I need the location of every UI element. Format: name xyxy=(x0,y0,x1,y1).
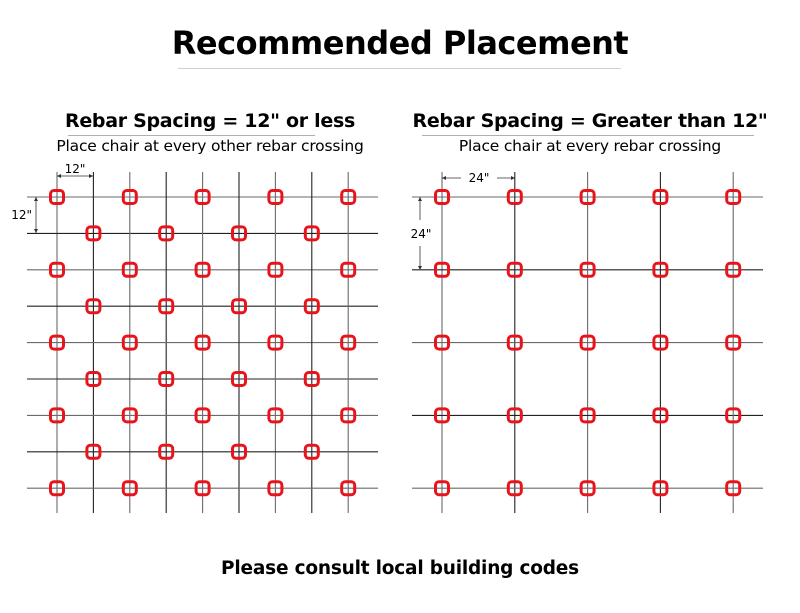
chair-marker-icon xyxy=(725,407,742,424)
right-rebar-grid xyxy=(412,172,763,513)
chair-marker-icon xyxy=(340,334,357,351)
chair-marker-icon xyxy=(303,225,320,242)
chair-marker-icon xyxy=(340,189,357,205)
chair-marker-icon xyxy=(267,334,284,351)
chair-marker-icon xyxy=(506,189,523,205)
chair-marker-icon xyxy=(85,371,102,387)
chair-marker-icon xyxy=(267,189,284,205)
chair-marker-icon xyxy=(652,189,669,205)
chair-marker-icon xyxy=(506,261,523,278)
chair-marker-icon xyxy=(85,298,102,315)
chair-marker-icon xyxy=(121,334,138,351)
chair-marker-icon xyxy=(267,480,284,497)
chair-marker-icon xyxy=(267,407,284,424)
chair-marker-icon xyxy=(434,480,450,497)
chair-marker-icon xyxy=(506,480,523,497)
chair-marker-icon xyxy=(194,261,211,278)
chair-marker-icon xyxy=(231,298,247,315)
left-rebar-grid xyxy=(27,172,378,513)
right-panel-subheading: Place chair at every rebar crossing xyxy=(458,137,722,155)
chair-marker-icon xyxy=(725,261,742,278)
chair-marker-icon xyxy=(121,480,138,497)
chair-marker-icon xyxy=(49,334,65,351)
chair-marker-icon xyxy=(303,371,320,387)
chair-marker-icon xyxy=(579,261,596,278)
title-underline xyxy=(178,68,621,69)
chair-marker-icon xyxy=(725,334,742,351)
chair-marker-icon xyxy=(725,189,742,205)
chair-marker-icon xyxy=(303,298,320,315)
right-dim-v-label: 24" xyxy=(411,227,432,241)
left-dim-h-label: 12" xyxy=(65,162,86,176)
chair-marker-icon xyxy=(434,334,450,351)
chair-marker-icon xyxy=(49,189,65,205)
chair-marker-icon xyxy=(267,261,284,278)
left-dim-v-label: 12" xyxy=(11,208,32,222)
chair-marker-icon xyxy=(158,225,175,242)
chair-marker-icon xyxy=(194,189,211,205)
chair-marker-icon xyxy=(303,443,320,460)
chair-marker-icon xyxy=(652,334,669,351)
chair-marker-icon xyxy=(49,261,65,278)
chair-marker-icon xyxy=(158,443,175,460)
chair-marker-icon xyxy=(506,334,523,351)
chair-marker-icon xyxy=(340,261,357,278)
chair-marker-icon xyxy=(725,480,742,497)
chair-marker-icon xyxy=(434,189,450,205)
chair-marker-icon xyxy=(652,480,669,497)
chair-marker-icon xyxy=(579,189,596,205)
chair-marker-icon xyxy=(231,371,247,387)
right-heading-underline xyxy=(422,135,754,136)
chair-marker-icon xyxy=(231,225,247,242)
chair-marker-icon xyxy=(434,407,450,424)
chair-marker-icon xyxy=(158,298,175,315)
chair-marker-icon xyxy=(579,480,596,497)
chair-marker-icon xyxy=(231,443,247,460)
chair-marker-icon xyxy=(652,407,669,424)
page-title: Recommended Placement xyxy=(171,24,629,62)
chair-marker-icon xyxy=(194,480,211,497)
chair-marker-icon xyxy=(121,407,138,424)
chair-marker-icon xyxy=(652,261,669,278)
chair-marker-icon xyxy=(579,407,596,424)
chair-marker-icon xyxy=(340,407,357,424)
left-heading-underline xyxy=(68,135,315,136)
chair-marker-icon xyxy=(506,407,523,424)
chair-marker-icon xyxy=(85,443,102,460)
left-panel-subheading: Place chair at every other rebar crossin… xyxy=(56,137,364,155)
chair-marker-icon xyxy=(158,371,175,387)
chair-marker-icon xyxy=(85,225,102,242)
right-panel-heading: Rebar Spacing = Greater than 12" xyxy=(412,110,768,132)
left-panel-heading: Rebar Spacing = 12" or less xyxy=(65,110,355,132)
chair-marker-icon xyxy=(49,407,65,424)
chair-marker-icon xyxy=(49,480,65,497)
chair-marker-icon xyxy=(579,334,596,351)
footer-note: Please consult local building codes xyxy=(221,558,579,579)
right-dim-h-label: 24" xyxy=(469,171,490,185)
chair-marker-icon xyxy=(121,261,138,278)
chair-marker-icon xyxy=(434,261,450,278)
chair-marker-icon xyxy=(194,407,211,424)
dimension-annotations: 12" 12" 24" 24" xyxy=(11,162,515,270)
chair-marker-icon xyxy=(340,480,357,497)
chair-marker-icon xyxy=(121,189,138,205)
chair-marker-icon xyxy=(194,334,211,351)
